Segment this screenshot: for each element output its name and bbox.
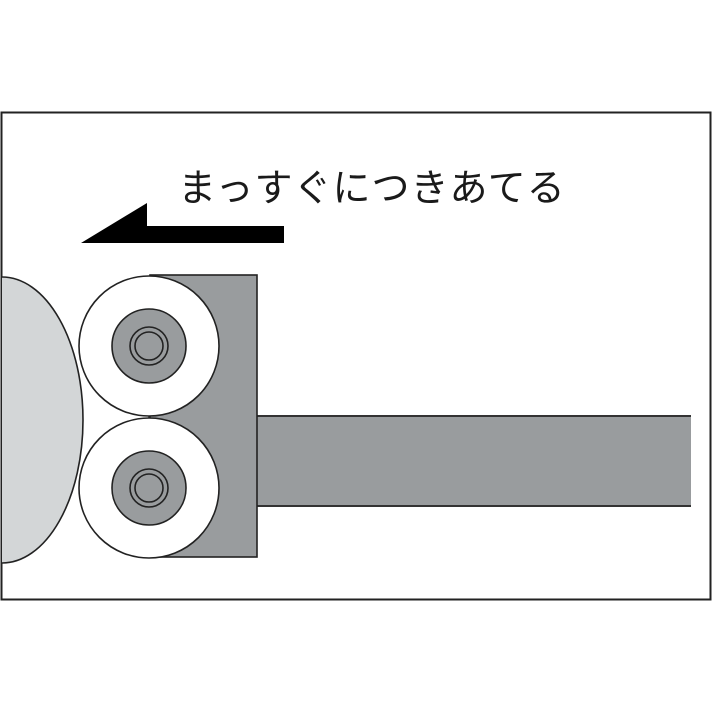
lower-roller-hub [111, 450, 187, 526]
pipe-end [2, 276, 84, 564]
upper-roller-hub [111, 308, 187, 384]
lower-roller [78, 417, 220, 559]
instruction-label: まっすぐにつきあてる [178, 166, 566, 210]
upper-roller [78, 275, 220, 417]
tool-handle [257, 416, 691, 506]
left-arrow-icon [81, 203, 284, 243]
